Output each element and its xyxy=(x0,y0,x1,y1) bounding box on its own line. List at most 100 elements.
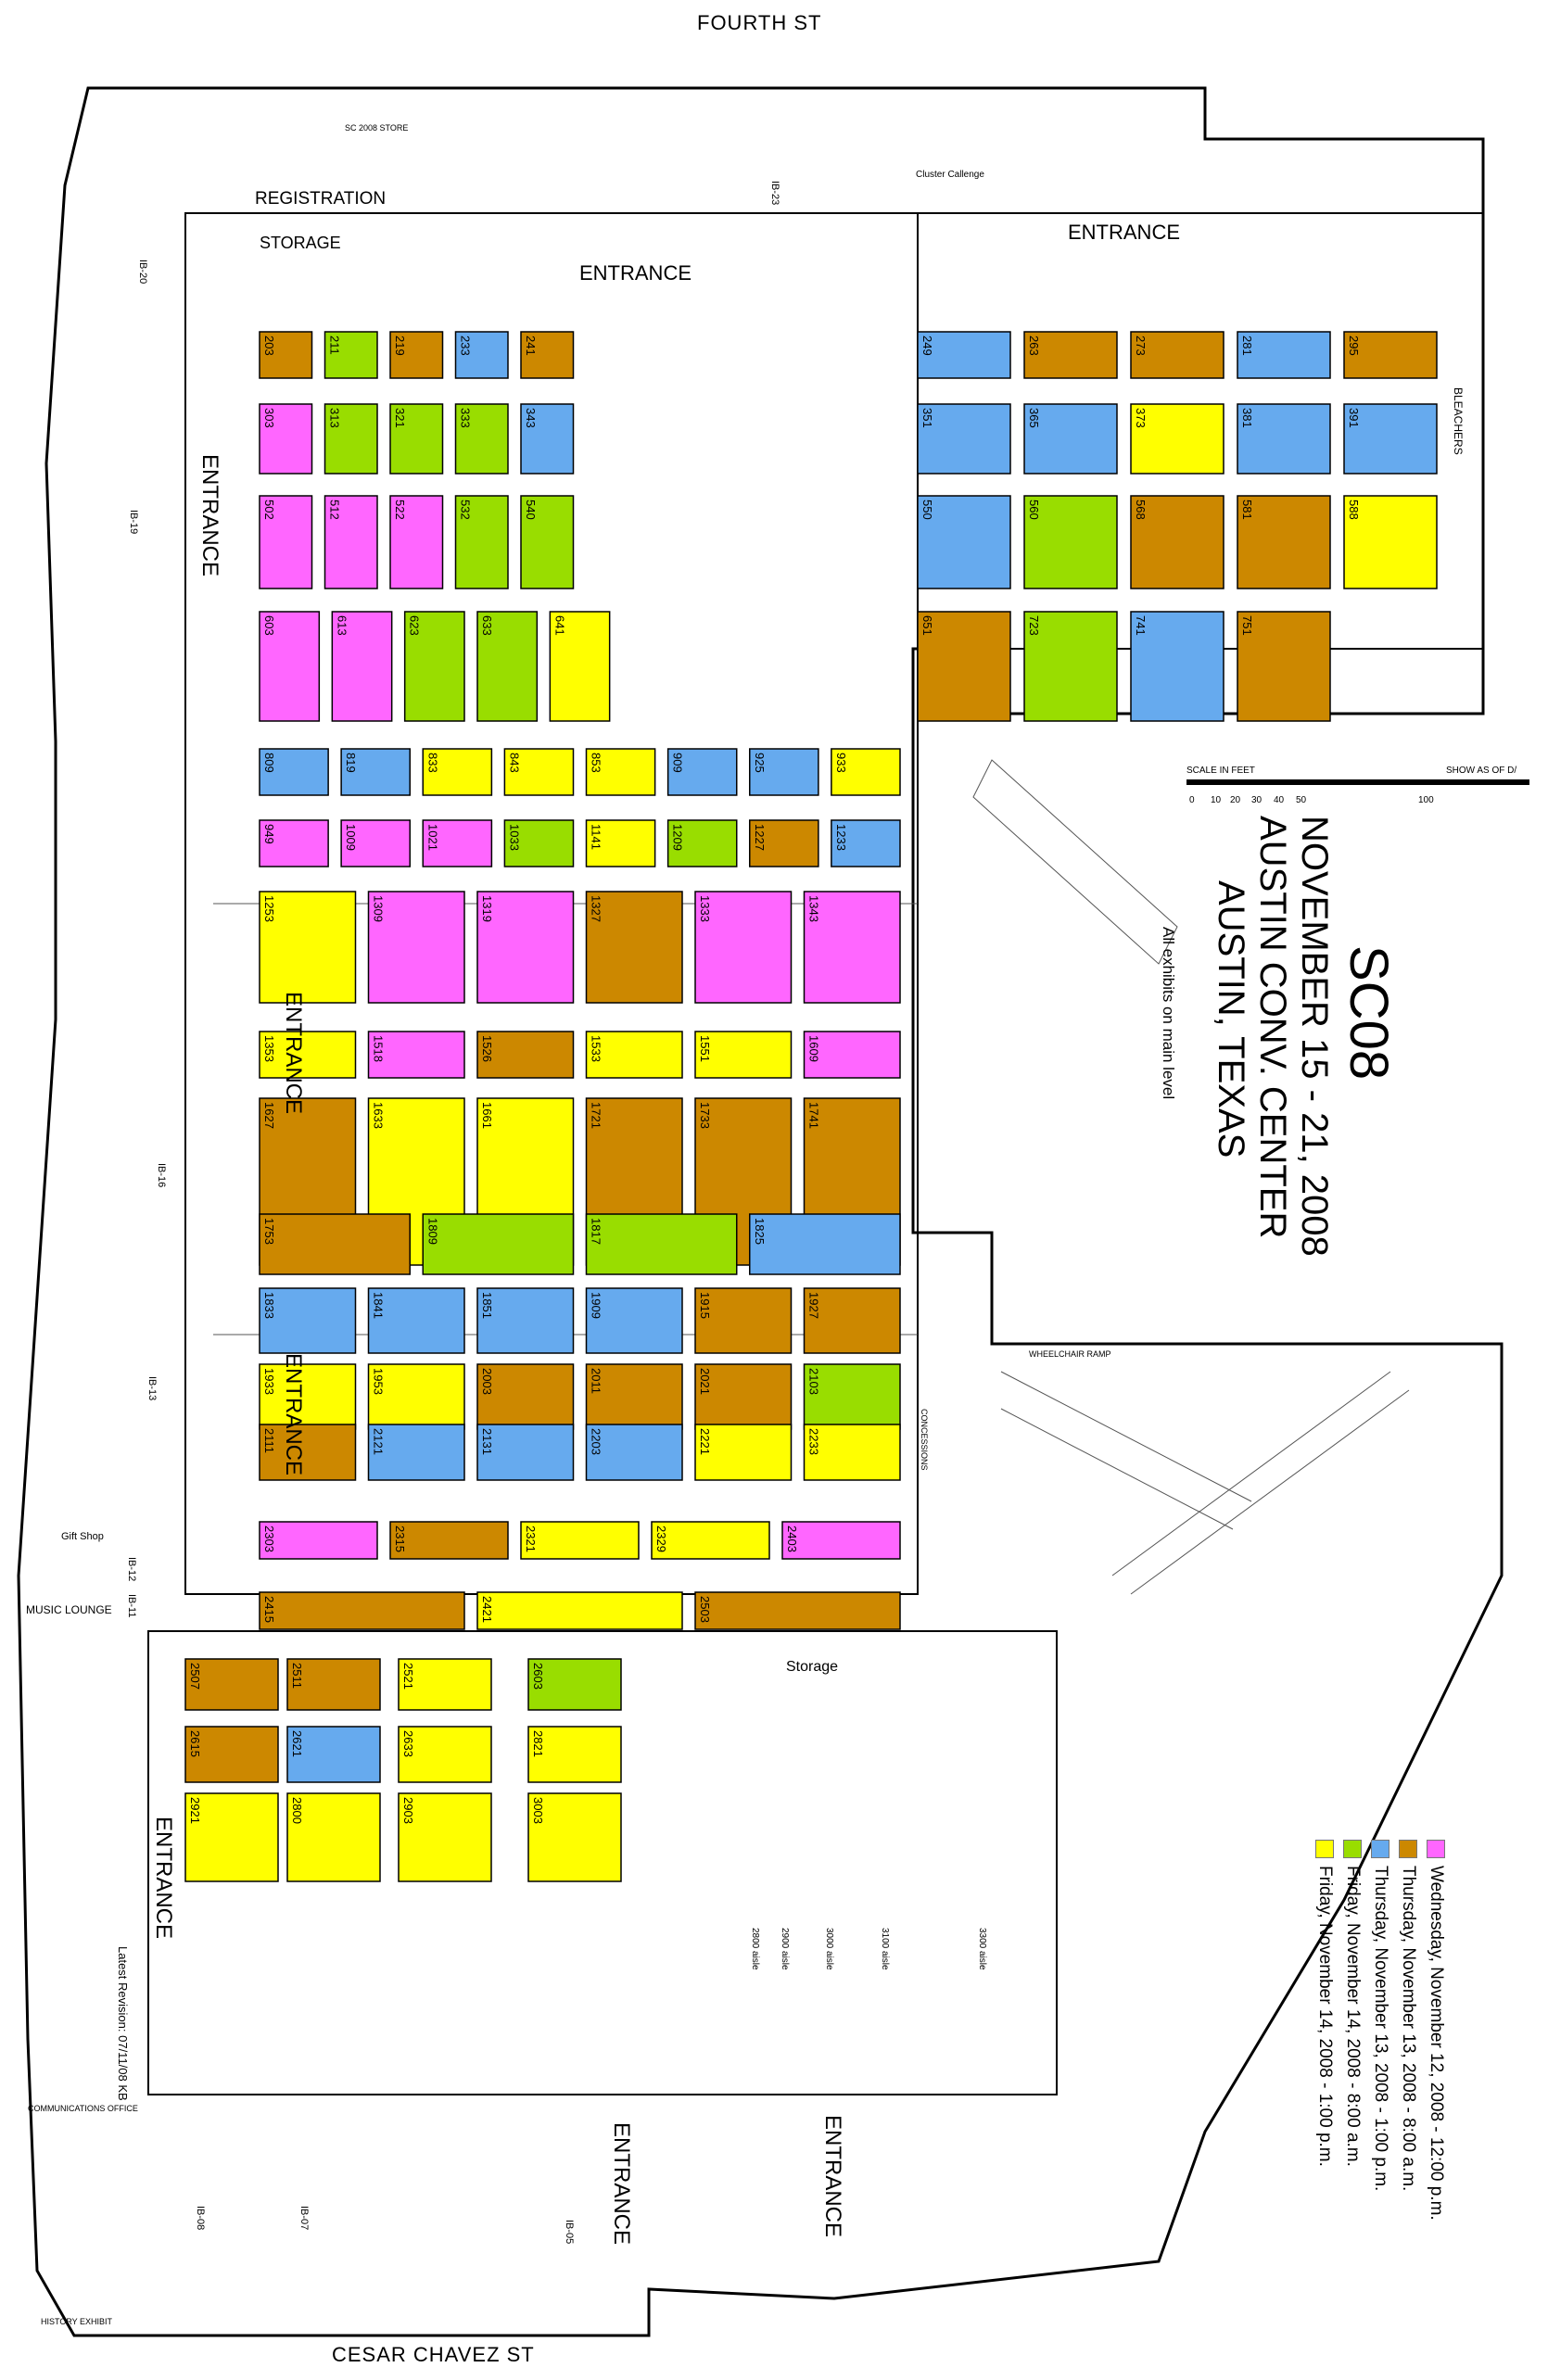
booth-1209[interactable] xyxy=(666,819,738,867)
booth-1021[interactable] xyxy=(422,819,493,867)
booth-2131[interactable] xyxy=(476,1424,575,1481)
booth-281[interactable] xyxy=(1237,331,1331,379)
booth-819[interactable] xyxy=(340,748,411,796)
booth-1851[interactable] xyxy=(476,1287,575,1354)
booth-233[interactable] xyxy=(454,331,509,379)
booth-2511[interactable] xyxy=(286,1658,381,1711)
booth-1551[interactable] xyxy=(694,1031,793,1079)
booth-2203[interactable] xyxy=(585,1424,683,1481)
booth-2415[interactable] xyxy=(259,1591,465,1630)
booth-1809[interactable] xyxy=(422,1213,575,1275)
booth-2021[interactable] xyxy=(694,1363,793,1430)
booth-909[interactable] xyxy=(666,748,738,796)
booth-2603[interactable] xyxy=(527,1658,622,1711)
booth-2633[interactable] xyxy=(398,1726,492,1783)
booth-1227[interactable] xyxy=(749,819,819,867)
booth-321[interactable] xyxy=(389,403,444,475)
booth-2315[interactable] xyxy=(389,1521,509,1560)
booth-211[interactable] xyxy=(324,331,378,379)
booth-1841[interactable] xyxy=(367,1287,465,1354)
booth-303[interactable] xyxy=(259,403,313,475)
booth-2521[interactable] xyxy=(398,1658,492,1711)
booth-613[interactable] xyxy=(331,611,393,722)
booth-560[interactable] xyxy=(1023,495,1118,589)
booth-2903[interactable] xyxy=(398,1792,492,1882)
booth-365[interactable] xyxy=(1023,403,1118,475)
booth-2921[interactable] xyxy=(184,1792,279,1882)
booth-219[interactable] xyxy=(389,331,444,379)
booth-203[interactable] xyxy=(259,331,313,379)
booth-2503[interactable] xyxy=(694,1591,901,1630)
booth-1327[interactable] xyxy=(585,891,683,1004)
booth-925[interactable] xyxy=(749,748,819,796)
booth-522[interactable] xyxy=(389,495,444,589)
booth-723[interactable] xyxy=(1023,611,1118,722)
booth-381[interactable] xyxy=(1237,403,1331,475)
booth-1833[interactable] xyxy=(259,1287,357,1354)
booth-2507[interactable] xyxy=(184,1658,279,1711)
booth-651[interactable] xyxy=(917,611,1011,722)
booth-502[interactable] xyxy=(259,495,313,589)
booth-2821[interactable] xyxy=(527,1726,622,1783)
booth-603[interactable] xyxy=(259,611,321,722)
booth-581[interactable] xyxy=(1237,495,1331,589)
booth-1533[interactable] xyxy=(585,1031,683,1079)
booth-1253[interactable] xyxy=(259,891,357,1004)
booth-588[interactable] xyxy=(1343,495,1438,589)
booth-1609[interactable] xyxy=(803,1031,901,1079)
booth-568[interactable] xyxy=(1130,495,1224,589)
booth-249[interactable] xyxy=(917,331,1011,379)
booth-741[interactable] xyxy=(1130,611,1224,722)
booth-2221[interactable] xyxy=(694,1424,793,1481)
booth-2321[interactable] xyxy=(520,1521,640,1560)
booth-3003[interactable] xyxy=(527,1792,622,1882)
booth-2233[interactable] xyxy=(803,1424,901,1481)
booth-2121[interactable] xyxy=(367,1424,465,1481)
booth-2003[interactable] xyxy=(476,1363,575,1430)
booth-2111[interactable] xyxy=(259,1424,357,1481)
booth-1825[interactable] xyxy=(749,1213,901,1275)
booth-263[interactable] xyxy=(1023,331,1118,379)
booth-1309[interactable] xyxy=(367,891,465,1004)
booth-751[interactable] xyxy=(1237,611,1331,722)
booth-273[interactable] xyxy=(1130,331,1224,379)
booth-351[interactable] xyxy=(917,403,1011,475)
booth-343[interactable] xyxy=(520,403,575,475)
booth-2615[interactable] xyxy=(184,1726,279,1783)
booth-2421[interactable] xyxy=(476,1591,683,1630)
booth-833[interactable] xyxy=(422,748,493,796)
booth-853[interactable] xyxy=(585,748,656,796)
booth-2103[interactable] xyxy=(803,1363,901,1430)
booth-241[interactable] xyxy=(520,331,575,379)
booth-295[interactable] xyxy=(1343,331,1438,379)
booth-2303[interactable] xyxy=(259,1521,378,1560)
booth-1753[interactable] xyxy=(259,1213,411,1275)
booth-333[interactable] xyxy=(454,403,509,475)
booth-2011[interactable] xyxy=(585,1363,683,1430)
booth-1343[interactable] xyxy=(803,891,901,1004)
booth-391[interactable] xyxy=(1343,403,1438,475)
booth-809[interactable] xyxy=(259,748,329,796)
booth-2800[interactable] xyxy=(286,1792,381,1882)
booth-1033[interactable] xyxy=(503,819,575,867)
booth-313[interactable] xyxy=(324,403,378,475)
booth-1009[interactable] xyxy=(340,819,411,867)
booth-1927[interactable] xyxy=(803,1287,901,1354)
booth-1953[interactable] xyxy=(367,1363,465,1430)
booth-2621[interactable] xyxy=(286,1726,381,1783)
booth-2403[interactable] xyxy=(781,1521,901,1560)
booth-373[interactable] xyxy=(1130,403,1224,475)
booth-1933[interactable] xyxy=(259,1363,357,1430)
booth-540[interactable] xyxy=(520,495,575,589)
booth-1333[interactable] xyxy=(694,891,793,1004)
booth-1353[interactable] xyxy=(259,1031,357,1079)
booth-1141[interactable] xyxy=(585,819,656,867)
booth-2329[interactable] xyxy=(651,1521,770,1560)
booth-949[interactable] xyxy=(259,819,329,867)
booth-633[interactable] xyxy=(476,611,539,722)
booth-1909[interactable] xyxy=(585,1287,683,1354)
booth-532[interactable] xyxy=(454,495,509,589)
booth-843[interactable] xyxy=(503,748,575,796)
booth-641[interactable] xyxy=(549,611,611,722)
booth-623[interactable] xyxy=(403,611,465,722)
